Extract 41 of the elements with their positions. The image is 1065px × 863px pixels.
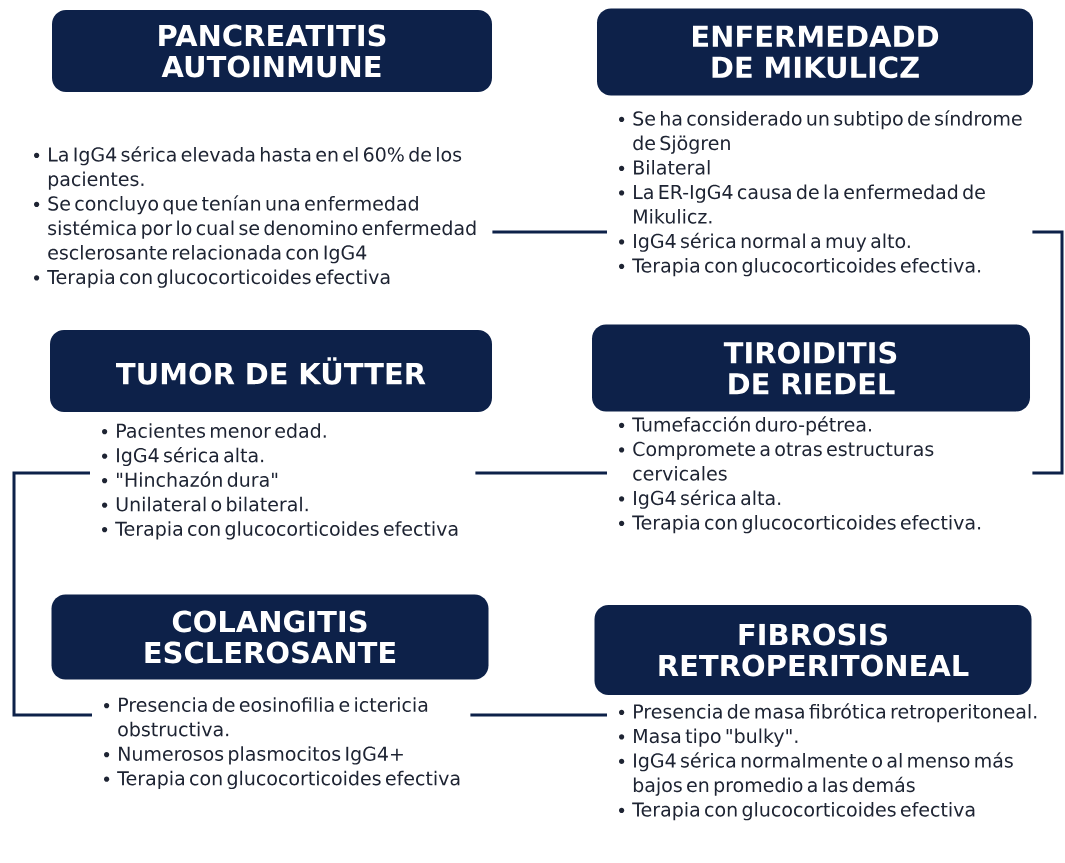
node-label: IgG4 sérica normalmente o al menso más bajos en promedio a las demás	[633, 752, 1013, 796]
bullet-list: Tumefacción duro-pétrea. Compromete a otras estructuras cervicales IgG4 sérica alta. Terapia con glucocorticoides efectiva.	[619, 416, 981, 534]
node-label: Presencia de eosinofilia e ictericia obstructiva.	[118, 697, 428, 737]
connector-line	[470, 713, 607, 717]
node-label: Se concluyo que tenían una enfermedad sistémica por lo cual se denomino enfermedad esclerosante relacionada con IgG4	[48, 195, 476, 264]
title-box: COLANGITIS ESCLEROSANTE	[51, 594, 489, 680]
title-box: TUMOR DE KÜTTER	[50, 330, 492, 412]
node-label: Presencia de masa fibrótica retroperitoneal.	[634, 703, 1037, 723]
bullet-list: Presencia de masa fibrótica retroperitoneal. Masa tipo "bulky". IgG4 sérica normalmente o al menso más bajos en promedio a las demás Terapia con glucocorticoides efectiva	[619, 703, 1037, 821]
bullet-list: Presencia de eosinofilia e ictericia obstructiva. Numerosos plasmocitos IgG4+ Terapia con glucocorticoides efectiva	[104, 697, 460, 790]
node-label: Bilateral	[634, 159, 710, 175]
node-label: Terapia con glucocorticoides efectiva	[117, 770, 460, 790]
node-label: Unilateral o bilateral.	[116, 496, 308, 512]
bracket-line	[1032, 230, 1064, 475]
bullet-list: Se ha considerado un subtipo de síndrome de Sjögren Bilateral La ER-IgG4 causa de la enfermedad de Mikulicz. IgG4 sérica normal a muy alto. Terapia con glucocorticoides efectiva.	[619, 110, 1022, 277]
node-label: Pacientes menor edad.	[117, 423, 326, 438]
node-label: IgG4 sérica normal a muy alto.	[634, 232, 910, 252]
node-label: Compromete a otras estructuras cervicales	[633, 441, 934, 481]
node-label: Masa tipo "bulky".	[634, 728, 798, 747]
connector-line	[475, 471, 607, 475]
node-label: La ER-IgG4 causa de la enfermedad de Mikulicz.	[634, 184, 985, 224]
node-label: Se ha considerado un subtipo de síndrome de Sjögren	[633, 110, 1022, 154]
title-box: FIBROSIS RETROPERITONEAL	[594, 605, 1032, 695]
node-label: IgG4 sérica alta.	[117, 446, 264, 467]
title-box: TIROIDITIS DE RIEDEL	[592, 324, 1030, 412]
node-label: Tumefacción duro-pétrea.	[632, 416, 871, 436]
node-label: IgG4 sérica alta.	[634, 489, 781, 509]
bracket-line	[12, 471, 92, 717]
connector-line	[492, 230, 607, 234]
node-label: Terapia con glucocorticoides efectiva	[115, 521, 458, 540]
node-label: Terapia con glucocorticoides efectiva	[47, 269, 390, 288]
node-label: Numerosos plasmocitos IgG4+	[119, 746, 403, 765]
node-label: "Hinchazón dura"	[117, 471, 278, 487]
node-label: Terapia con glucocorticoides efectiva.	[632, 257, 981, 277]
node-label: Terapia con glucocorticoides efectiva.	[632, 514, 981, 534]
node-label: Terapia con glucocorticoides efectiva	[632, 801, 975, 821]
title-box: PANCREATITIS AUTOINMUNE	[52, 10, 492, 92]
bullet-list: Pacientes menor edad. IgG4 sérica alta. "Hinchazón dura" Unilateral o bilateral. Terapia con glucocorticoides efectiva	[102, 423, 458, 540]
title-box: ENFERMEDADD DE MIKULICZ	[597, 8, 1033, 96]
bullet-list: La IgG4 sérica elevada hasta en el 60% de los pacientes. Se concluyo que tenían una enfermedad sistémica por lo cual se denomino enfermedad esclerosante relacionada con IgG4 Terapia con glucocorticoides efectiva	[34, 146, 476, 288]
node-label: La IgG4 sérica elevada hasta en el 60% de los pacientes.	[48, 146, 462, 190]
